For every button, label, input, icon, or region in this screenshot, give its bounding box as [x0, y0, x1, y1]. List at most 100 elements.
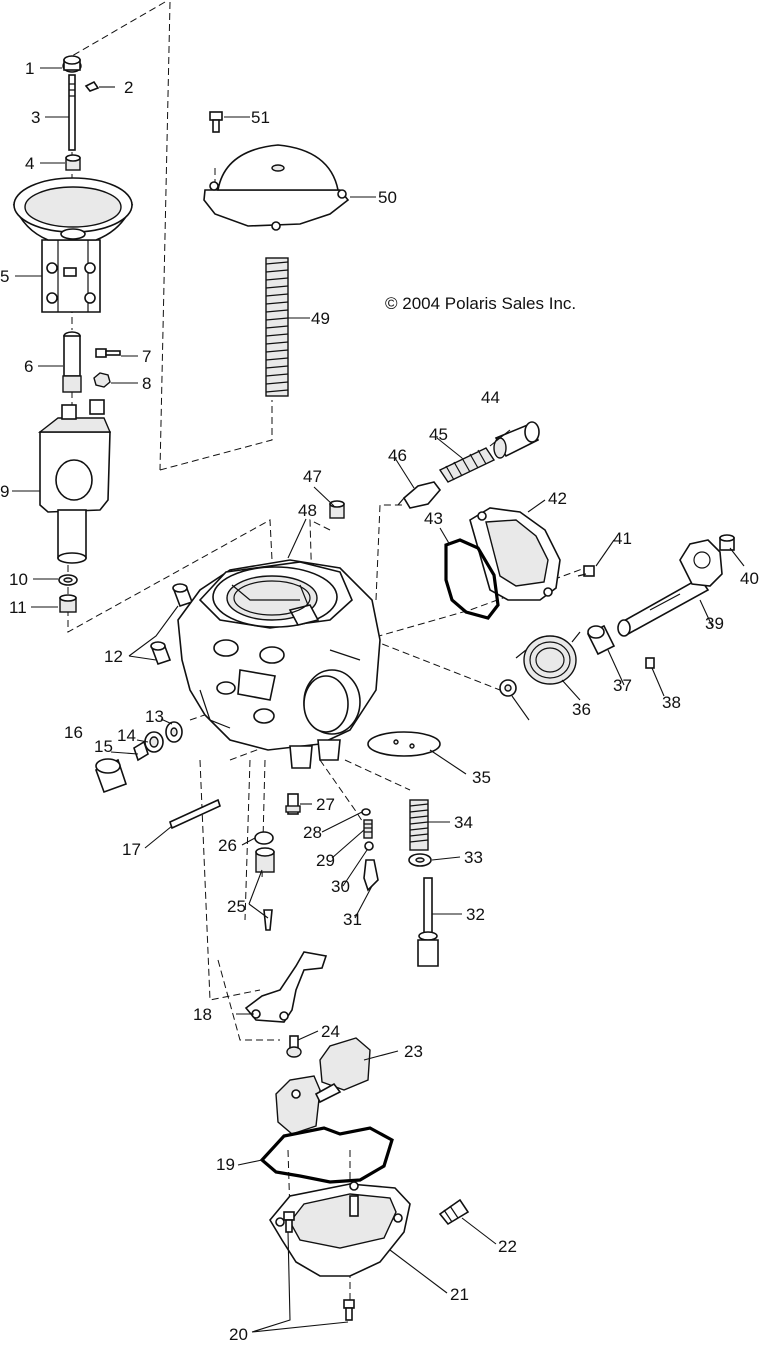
part-5-diaphragm-slide — [12, 177, 134, 313]
callout-6: 6 — [24, 357, 33, 376]
part-28-washer — [361, 808, 371, 816]
part-22-drain-screw — [438, 1198, 470, 1226]
callout-19: 19 — [216, 1155, 235, 1174]
part-26-o-ring — [254, 831, 274, 845]
part-41-screw — [577, 565, 595, 577]
callout-36: 36 — [572, 700, 591, 719]
part-12-plugs — [150, 583, 194, 666]
callout-34: 34 — [454, 813, 473, 832]
part-6-pin — [62, 331, 82, 393]
part-24-screw — [286, 1035, 302, 1058]
part-36-return-spring — [515, 631, 581, 685]
part-4-spacer — [65, 154, 81, 171]
part-17-shaft — [169, 798, 221, 830]
callout-45: 45 — [429, 425, 448, 444]
part-8-nut — [93, 372, 111, 388]
part-34-spring — [409, 799, 429, 851]
callout-51: 51 — [251, 108, 270, 127]
callout-50: 50 — [378, 188, 397, 207]
part-7-screw — [95, 348, 121, 358]
part-51-screw — [209, 111, 223, 133]
callout-28: 28 — [303, 823, 322, 842]
part-19-gasket — [259, 1126, 394, 1184]
callout-40: 40 — [740, 569, 759, 588]
part-11-plug — [59, 594, 77, 613]
callout-labels: 1 2 3 4 5 6 7 8 9 10 11 12 13 14 15 16 1… — [0, 59, 759, 1344]
callout-29: 29 — [316, 851, 335, 870]
callout-46: 46 — [388, 446, 407, 465]
callout-1: 1 — [25, 59, 34, 78]
callout-35: 35 — [472, 768, 491, 787]
part-9-piston-body — [37, 399, 112, 564]
callout-4: 4 — [25, 154, 34, 173]
callout-23: 23 — [404, 1042, 423, 1061]
part-42-cover — [469, 507, 561, 601]
callout-5: 5 — [0, 267, 9, 286]
part-27-jet — [285, 793, 301, 815]
part-33-washer — [408, 853, 432, 867]
part-31-screw — [363, 859, 379, 892]
leader-lines — [12, 67, 745, 1333]
part-21-float-bowl — [269, 1181, 411, 1277]
copyright-notice: © 2004 Polaris Sales Inc. — [385, 294, 576, 313]
part-23-float — [275, 1037, 371, 1135]
part-49-spring — [265, 257, 289, 397]
carburetor-body — [177, 559, 381, 769]
callout-7: 7 — [142, 347, 151, 366]
callout-49: 49 — [311, 309, 330, 328]
callout-43: 43 — [424, 509, 443, 528]
callout-47: 47 — [303, 467, 322, 486]
callout-15: 15 — [94, 737, 113, 756]
callout-25: 25 — [227, 897, 246, 916]
part-39-throttle-shaft — [617, 539, 723, 637]
part-43-gasket — [444, 538, 500, 620]
callout-30: 30 — [331, 877, 350, 896]
callout-41: 41 — [613, 529, 632, 548]
part-15-clip — [133, 740, 149, 762]
part-13-washer-left — [165, 721, 183, 743]
callout-8: 8 — [142, 374, 151, 393]
callout-44: 44 — [481, 388, 500, 407]
part-48-o-ring — [233, 580, 311, 616]
callout-3: 3 — [31, 108, 40, 127]
part-25-needle-valve — [255, 847, 275, 931]
callout-17: 17 — [122, 840, 141, 859]
part-38-screw — [645, 657, 655, 669]
callout-2: 2 — [124, 78, 133, 97]
callout-38: 38 — [662, 693, 681, 712]
callout-42: 42 — [548, 489, 567, 508]
callout-31: 31 — [343, 910, 362, 929]
part-32-screw — [417, 877, 439, 967]
part-44-cap — [493, 421, 540, 459]
part-16-cap — [94, 758, 128, 794]
part-10-seal — [58, 574, 78, 586]
part-13-washer-right — [499, 679, 517, 697]
callout-33: 33 — [464, 848, 483, 867]
part-37-bushing — [586, 624, 616, 656]
part-50-top-cover — [203, 144, 350, 231]
part-46-pilot-screw — [397, 481, 442, 509]
part-29-spring — [363, 819, 373, 839]
callout-9: 9 — [0, 482, 9, 501]
callout-37: 37 — [613, 676, 632, 695]
callout-10: 10 — [9, 570, 28, 589]
callout-21: 21 — [450, 1285, 469, 1304]
callout-14: 14 — [117, 726, 136, 745]
part-18-bracket — [244, 951, 328, 1023]
part-1-cap — [62, 55, 82, 73]
part-45-spring — [438, 447, 496, 483]
part-20-screws — [283, 1211, 355, 1321]
part-2-clip — [84, 80, 100, 92]
callout-27: 27 — [316, 795, 335, 814]
callout-18: 18 — [193, 1005, 212, 1024]
callout-22: 22 — [498, 1237, 517, 1256]
callout-20: 20 — [229, 1325, 248, 1344]
callout-39: 39 — [705, 614, 724, 633]
part-35-plate — [367, 731, 441, 757]
callout-13-left: 13 — [145, 707, 164, 726]
part-40-screw — [719, 534, 735, 551]
callout-48: 48 — [298, 501, 317, 520]
callout-32: 32 — [466, 905, 485, 924]
